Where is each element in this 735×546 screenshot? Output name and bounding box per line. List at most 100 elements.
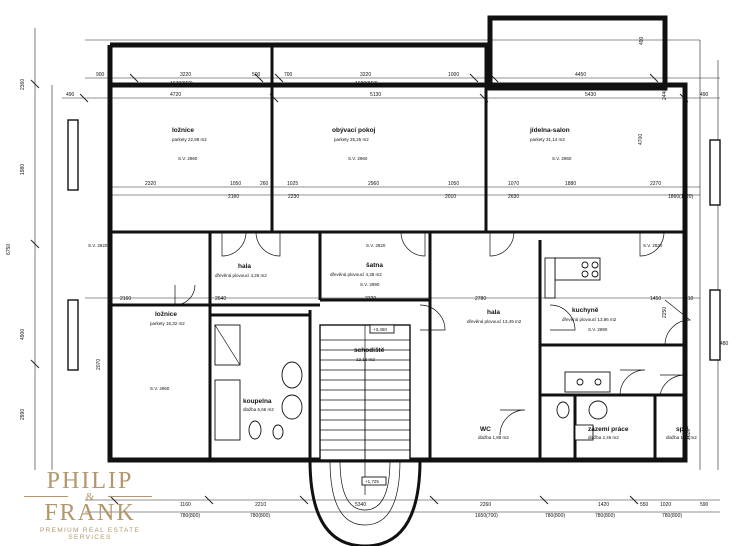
- dim-label: 1980: [20, 164, 26, 175]
- level-label: +1,725: [365, 479, 379, 484]
- staircase: [308, 324, 422, 546]
- doors: [174, 231, 691, 436]
- room-sub: dřevěná plovoucí 4,38 m2: [330, 272, 382, 277]
- room-sub: 12,16 m2: [356, 357, 375, 362]
- dim-label: 2230: [288, 194, 299, 200]
- dim-label: 4720: [170, 92, 181, 98]
- room-sv: S.V. 2960: [178, 156, 198, 161]
- room-sub: parkety 25,25 m2: [334, 137, 369, 142]
- logo-line1: PHILIP: [46, 468, 134, 494]
- room-sub: parkety 16,32 m2: [150, 321, 185, 326]
- dim-label: 3220: [360, 72, 371, 78]
- room-name: ložnice: [172, 127, 194, 134]
- dim-label: 4450: [575, 72, 586, 78]
- dim-label: 1420: [598, 502, 609, 508]
- dim-label: 2960: [368, 181, 379, 187]
- logo-ampersand: &: [85, 491, 95, 503]
- room-name: šatna: [366, 262, 383, 269]
- room-name: hala: [238, 263, 251, 270]
- dim-label: 900: [96, 72, 105, 78]
- sv-label: S.V. 2820: [643, 243, 663, 248]
- dim-label: 1450: [650, 296, 661, 302]
- room-sub: dřevěná plovoucí 13,86 m2: [562, 317, 617, 322]
- room-sub: dřevěná plovoucí 13,49 m2: [467, 319, 522, 324]
- dim-label: 780(800): [250, 513, 270, 519]
- logo-rule-left: [24, 496, 68, 497]
- dim-label: 3220: [180, 72, 191, 78]
- dimension-numbers: 900 3220 500 700 3220 1000 4450 1670(850…: [6, 36, 729, 519]
- room-sub: dlažba 2,45 m2: [588, 435, 619, 440]
- dim-label: 550: [640, 502, 649, 508]
- dim-label: 2070: [96, 359, 102, 370]
- dim-label: 6750: [6, 244, 12, 255]
- dim-label: 780(800): [595, 513, 615, 519]
- dim-label: 2360: [20, 79, 26, 90]
- dim-label: 260: [260, 181, 269, 187]
- dim-label: 2320: [365, 296, 376, 302]
- dim-label: 1860(1120): [668, 194, 694, 200]
- room-name: hala: [487, 309, 500, 316]
- dim-label: 5430: [585, 92, 596, 98]
- room-sub: dřevěná plovoucí 4,26 m2: [215, 273, 267, 278]
- dim-label: 1680(850): [355, 81, 378, 87]
- room-sv: S.V. 2960: [348, 156, 368, 161]
- room-sub: dlažba 1,32 m2: [666, 435, 697, 440]
- logo-line2: FRANK: [44, 500, 136, 526]
- dim-label: 490: [66, 92, 75, 98]
- room-name: jídelna-salon: [529, 127, 570, 134]
- dim-label: 610: [685, 296, 694, 302]
- dim-label: 1050: [230, 181, 241, 187]
- logo-rule-right: [108, 496, 152, 497]
- room-name: ložnice: [155, 311, 177, 318]
- room-sv: S.V. 2960: [552, 156, 572, 161]
- sv-label: S.V. 2820: [88, 243, 108, 248]
- dim-label: 2260: [480, 502, 491, 508]
- room-sub: dlažba 6,66 m2: [243, 407, 274, 412]
- dim-label: 2640: [215, 296, 226, 302]
- dim-label: 2160: [120, 296, 131, 302]
- dim-label: 4900: [20, 329, 26, 340]
- dim-label: 490: [700, 92, 709, 98]
- room-sub: parkety 22,88 m2: [172, 137, 207, 142]
- interior-walls: [110, 45, 685, 460]
- dim-label: 1050: [448, 181, 459, 187]
- room-sv: S.V. 2890: [588, 327, 608, 332]
- room-name: schodiště: [354, 347, 385, 354]
- dim-label: 480: [720, 341, 729, 347]
- room-sv: S.V. 2890: [360, 282, 380, 287]
- room-name: spíž: [676, 426, 689, 433]
- dim-label: 780(800): [180, 513, 200, 519]
- dim-label: 2250: [662, 307, 668, 318]
- room-name: kuchyně: [572, 307, 599, 314]
- dim-label: 490: [639, 36, 645, 45]
- dimension-lines: [30, 28, 720, 513]
- dim-label: 1025: [287, 181, 298, 187]
- room-name: zázemí práce: [588, 426, 629, 433]
- room-name: obývací pokoj: [332, 127, 376, 134]
- dim-label: 2440: [662, 89, 668, 100]
- dim-label: 1160: [180, 502, 191, 508]
- philip-frank-logo: PHILIP & FRANK PREMIUM REAL ESTATE SERVI…: [28, 468, 152, 541]
- dim-label: 2630: [508, 194, 519, 200]
- dim-label: 2010: [445, 194, 456, 200]
- dim-label: 5340: [355, 502, 366, 508]
- dim-label: 1670(850): [170, 81, 193, 87]
- room-sub: parkety 31,14 m2: [530, 137, 565, 142]
- dim-label: 1070: [508, 181, 519, 187]
- room-sv: S.V. 2960: [150, 386, 170, 391]
- dim-label: 700: [284, 72, 293, 78]
- dim-label: 1000: [448, 72, 459, 78]
- logo-tagline: PREMIUM REAL ESTATE SERVICES: [39, 527, 141, 541]
- dim-label: 4700: [638, 134, 644, 145]
- dim-label: 5130: [370, 92, 381, 98]
- dim-label: 1880: [565, 181, 576, 187]
- dim-label: 2020: [686, 429, 692, 440]
- dim-label: 1020: [660, 502, 671, 508]
- dim-label: 500: [252, 72, 261, 78]
- dim-label: 780(800): [662, 513, 682, 519]
- room-labels: ložnice parkety 22,88 m2 S.V. 2960 obýva…: [88, 127, 697, 486]
- dim-label: 1650(700): [475, 513, 498, 519]
- dim-label: 590: [700, 502, 709, 508]
- level-label: +3,450: [373, 327, 387, 332]
